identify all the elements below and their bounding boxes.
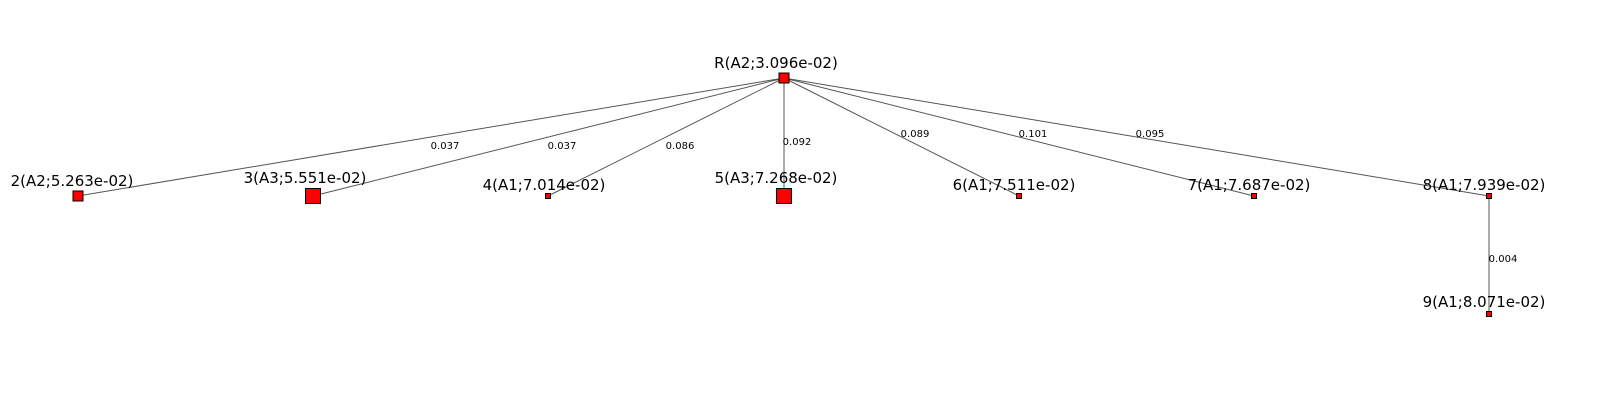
node-label-9: 9(A1;8.071e-02): [1423, 293, 1546, 311]
node-2: [72, 190, 84, 202]
edge-label-R-8: 0.095: [1136, 129, 1165, 140]
edge-R-4: [547, 77, 785, 197]
edge-label-8-9: 0.004: [1489, 254, 1518, 265]
node-label-2: 2(A2;5.263e-02): [11, 172, 134, 190]
node-8: [1486, 193, 1492, 199]
nodes-layer: [72, 72, 1492, 317]
node-label-3: 3(A3;5.551e-02): [244, 169, 367, 187]
edge-R-8: [783, 77, 1490, 197]
edge-label-R-5: 0.092: [783, 137, 812, 148]
node-6: [1016, 193, 1022, 199]
node-5: [776, 188, 792, 204]
node-label-5: 5(A3;7.268e-02): [715, 169, 838, 187]
edge-label-R-2: 0.037: [431, 141, 460, 152]
node-labels-layer: R(A2;3.096e-02) 2(A2;5.263e-02) 3(A3;5.551…: [11, 54, 1546, 311]
edge-label-R-3: 0.037: [548, 141, 577, 152]
node-label-6: 6(A1;7.511e-02): [953, 176, 1076, 194]
edge-R-2: [77, 77, 785, 197]
node-3: [305, 188, 321, 204]
node-7: [1251, 193, 1257, 199]
edge-labels-layer: 0.037 0.037 0.086 0.092 0.089 0.101 0.095 0.004: [431, 129, 1518, 265]
node-label-R: R(A2;3.096e-02): [714, 54, 838, 72]
node-9: [1486, 311, 1492, 317]
edge-R-3: [312, 77, 785, 197]
node-4: [545, 193, 551, 199]
node-label-8: 8(A1;7.939e-02): [1423, 176, 1546, 194]
edge-R-6: [783, 77, 1020, 197]
edge-label-R-6: 0.089: [901, 129, 930, 140]
edge-label-R-7: 0.101: [1019, 129, 1048, 140]
edge-R-7: [783, 77, 1255, 197]
node-label-4: 4(A1;7.014e-02): [483, 176, 606, 194]
node-label-7: 7(A1;7.687e-02): [1188, 176, 1311, 194]
edge-label-R-4: 0.086: [666, 141, 695, 152]
node-R: [778, 72, 790, 84]
edges-layer: [77, 77, 1490, 314]
